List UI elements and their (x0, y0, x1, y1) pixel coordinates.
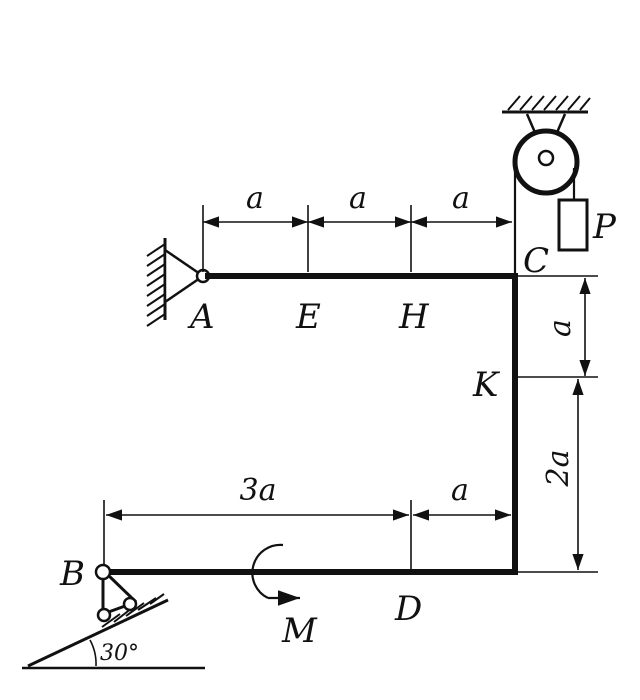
label-e: E (295, 297, 321, 337)
dim-bottom-left: 3a (240, 473, 277, 508)
label-a: A (187, 297, 215, 337)
pulley (512, 113, 580, 196)
dim-top-3: a (452, 181, 470, 216)
dim-bottom-right: a (451, 473, 469, 508)
dim-top-1: a (246, 181, 264, 216)
hinge-b (94, 563, 112, 581)
label-c: C (523, 241, 549, 281)
wall-support-a (146, 238, 167, 327)
bottom-dimension-lines (103, 500, 511, 572)
moment-arc (251, 543, 284, 599)
weight-block (557, 198, 589, 252)
roller-support-b (22, 572, 205, 670)
dim-right-lower: 2a (541, 450, 576, 488)
label-d: D (394, 589, 422, 629)
top-dimension-lines (202, 205, 512, 272)
ceiling-support (502, 95, 591, 114)
label-h: H (398, 297, 430, 337)
label-k: K (472, 365, 501, 405)
angle-label: 30° (100, 641, 139, 666)
label-p: P (592, 207, 617, 247)
label-b: B (59, 554, 85, 594)
dim-right-upper: a (543, 319, 578, 337)
label-m: M (281, 611, 318, 651)
right-dimension-lines (518, 275, 598, 573)
dim-top-2: a (349, 181, 367, 216)
